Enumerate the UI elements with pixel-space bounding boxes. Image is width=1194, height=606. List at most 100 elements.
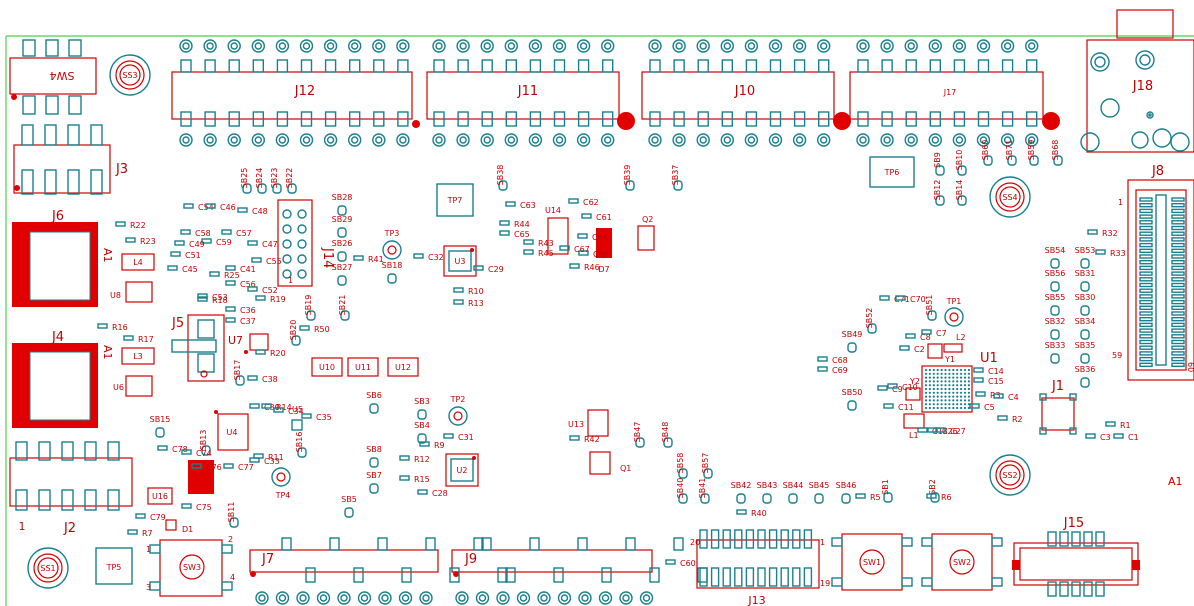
passive-pad xyxy=(157,445,168,451)
connector-j5[interactable]: J5 xyxy=(171,314,225,382)
passive-component: C1 xyxy=(1113,433,1139,442)
header-pin xyxy=(480,39,494,53)
passive-label: C15 xyxy=(988,377,1004,386)
passive-component: C79 xyxy=(135,513,166,522)
connector-pad xyxy=(1171,277,1185,282)
passive-pad xyxy=(174,240,185,246)
j8-label: J8 xyxy=(1151,164,1164,179)
bga-ball xyxy=(948,399,951,402)
passive-component: C46 xyxy=(205,203,236,212)
header-pin xyxy=(601,39,615,53)
connector-j1[interactable]: J1 xyxy=(1039,379,1077,435)
passive-component: C76 xyxy=(191,463,222,472)
connector-j11[interactable]: J11 xyxy=(426,71,635,130)
header-pad xyxy=(577,111,590,127)
passive-label: C7 xyxy=(936,329,947,338)
passive-label: R22 xyxy=(130,221,146,230)
connector-j18[interactable]: J18 xyxy=(1080,9,1194,153)
bga-ball xyxy=(952,406,955,410)
solder-bridge-label: SB20 xyxy=(289,320,298,341)
header-pin-hole xyxy=(907,136,915,144)
bga-ball xyxy=(948,372,951,375)
passive-pad xyxy=(417,489,428,495)
connector-pad xyxy=(1171,220,1185,225)
bga-ball xyxy=(932,406,935,410)
solder-bridge: SB13 xyxy=(199,430,211,456)
solder-bridge: SB21 xyxy=(338,295,350,321)
passive-component: R17 xyxy=(123,335,154,344)
header-pin xyxy=(720,133,734,147)
solder-bridge-pad xyxy=(762,493,772,504)
u7-label: U7 xyxy=(228,334,243,347)
passive-label: R16 xyxy=(112,323,128,332)
header-pin xyxy=(672,133,686,147)
header-pin xyxy=(552,39,567,53)
passive-pad xyxy=(197,296,208,302)
connector-j4[interactable]: J4 A1 xyxy=(12,330,114,428)
u12-label: U12 xyxy=(395,363,411,372)
connector-j6[interactable]: J6 A1 xyxy=(12,209,114,307)
header-pad xyxy=(373,111,385,127)
connector-pad xyxy=(722,529,731,549)
bga-ball xyxy=(936,384,939,387)
connector-pad xyxy=(1171,339,1185,345)
bga-ball xyxy=(936,387,939,391)
connector-j12[interactable]: J12 xyxy=(171,71,420,128)
header-pin-hole xyxy=(230,42,238,50)
bga-ball xyxy=(928,376,932,379)
solder-bridge: SB59 xyxy=(1027,140,1039,166)
switch-sw1[interactable]: SW1 xyxy=(831,533,913,591)
connector-j17[interactable]: J17 xyxy=(849,71,1060,130)
header-pad xyxy=(300,111,313,127)
header-pad xyxy=(349,111,361,127)
connector-j10[interactable]: J10 xyxy=(641,71,851,130)
connector-pad xyxy=(473,537,484,551)
header-pin-hole xyxy=(302,136,311,144)
connector-j14[interactable]: J14 1 xyxy=(277,199,335,287)
header-pad xyxy=(673,111,685,127)
bga-ball xyxy=(932,387,935,391)
passive-pad xyxy=(399,455,410,461)
header-pad xyxy=(929,111,941,127)
passive-label: R15 xyxy=(414,475,430,484)
passive-component: R1 xyxy=(1105,421,1131,430)
connector-j7[interactable]: J7 xyxy=(249,549,439,577)
passive-pad xyxy=(413,253,424,259)
header-pin xyxy=(952,39,967,53)
passive-pad xyxy=(899,345,910,351)
bga-ball xyxy=(960,372,963,375)
solder-bridge: SB23 xyxy=(270,168,282,194)
solder-bridge-pad xyxy=(788,493,798,504)
solder-bridge: SB48 xyxy=(661,422,673,448)
connector-j2[interactable]: 1 J2 xyxy=(9,441,133,536)
connector-j9[interactable]: J9 xyxy=(451,549,653,577)
connector-j3[interactable]: J3 xyxy=(13,124,128,195)
header-pad xyxy=(180,111,192,127)
solder-bridge-pad xyxy=(673,180,683,191)
solder-bridge-label: SB56 xyxy=(1045,269,1066,278)
solder-bridge: SB26 xyxy=(332,239,352,262)
ss4-label: SS4 xyxy=(1002,193,1017,202)
solder-bridge: SB56 xyxy=(1045,269,1066,292)
passive-pad xyxy=(879,295,890,301)
solder-bridge: SB51 xyxy=(925,295,937,321)
switch-sw4[interactable]: SW4 xyxy=(9,39,97,115)
passive-label: R9 xyxy=(434,441,445,450)
passive-label: R2 xyxy=(1012,415,1023,424)
switch-sw3[interactable]: SW3 1 2 3 4 xyxy=(146,535,235,597)
passive-component: R18 xyxy=(197,296,228,305)
passive-label: R13 xyxy=(468,299,484,308)
solder-bridge-label: SB57 xyxy=(701,453,710,474)
connector-pad xyxy=(1139,305,1153,310)
solder-bridge-label: SB54 xyxy=(1045,246,1066,255)
connector-j15[interactable]: J15 xyxy=(1012,516,1140,597)
passive-component: R45 xyxy=(523,249,554,258)
passive-label: C53 xyxy=(212,293,228,302)
inductor-l3: L3 xyxy=(121,347,155,365)
passive-pad xyxy=(883,403,894,409)
switch-sw2[interactable]: SW2 xyxy=(921,533,1003,591)
header-pin-hole xyxy=(278,136,287,144)
connector-j13[interactable]: 20 1 19 J13 xyxy=(690,529,830,606)
passive-pad xyxy=(170,251,181,257)
connector-j8[interactable]: J8 1 59 60 xyxy=(1112,164,1194,381)
